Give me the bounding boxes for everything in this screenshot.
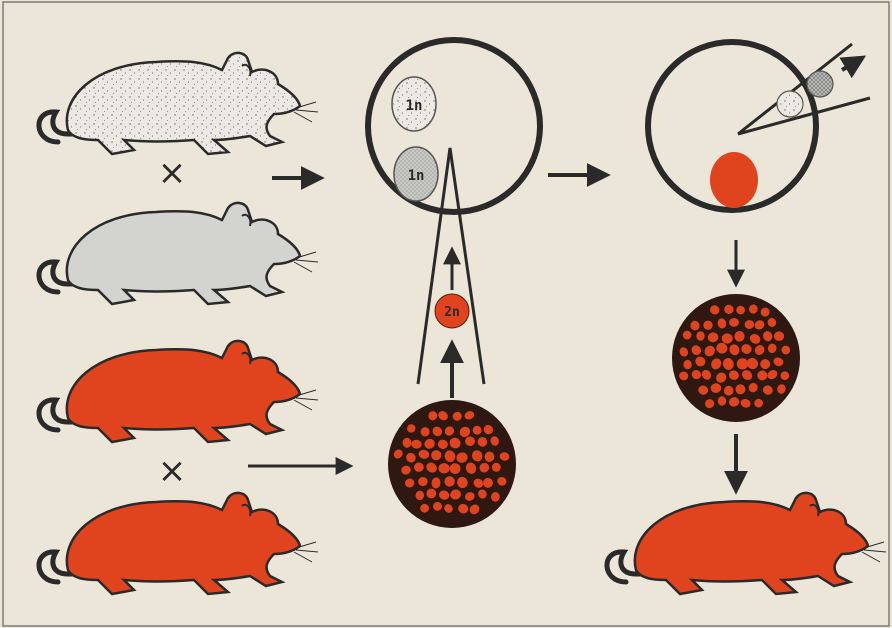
- pronucleus-1n-bottom: 1n: [394, 147, 438, 201]
- removed-pronucleus-2: [807, 71, 833, 97]
- pronucleus-1n-top: 1n: [392, 77, 436, 131]
- cross-symbol: ×: [158, 153, 187, 193]
- label-2n: 2n: [444, 305, 460, 320]
- cross-icon-top: ×: [158, 153, 187, 193]
- embryo-icon-donor: [388, 400, 516, 528]
- embryo-cell: [729, 318, 739, 327]
- label-1n-top: 1n: [406, 98, 423, 114]
- label-1n-bottom: 1n: [408, 168, 425, 184]
- embryo-cell: [774, 331, 784, 341]
- transplanted-nucleus: [710, 152, 758, 208]
- embryo-cell: [737, 358, 749, 369]
- donor-nucleus-2n: 2n: [435, 294, 469, 328]
- embryo-icon-cloned: [672, 294, 800, 422]
- cross-symbol: ×: [158, 451, 187, 491]
- cross-icon-bottom: ×: [158, 451, 187, 491]
- removed-pronucleus-1: [777, 91, 803, 117]
